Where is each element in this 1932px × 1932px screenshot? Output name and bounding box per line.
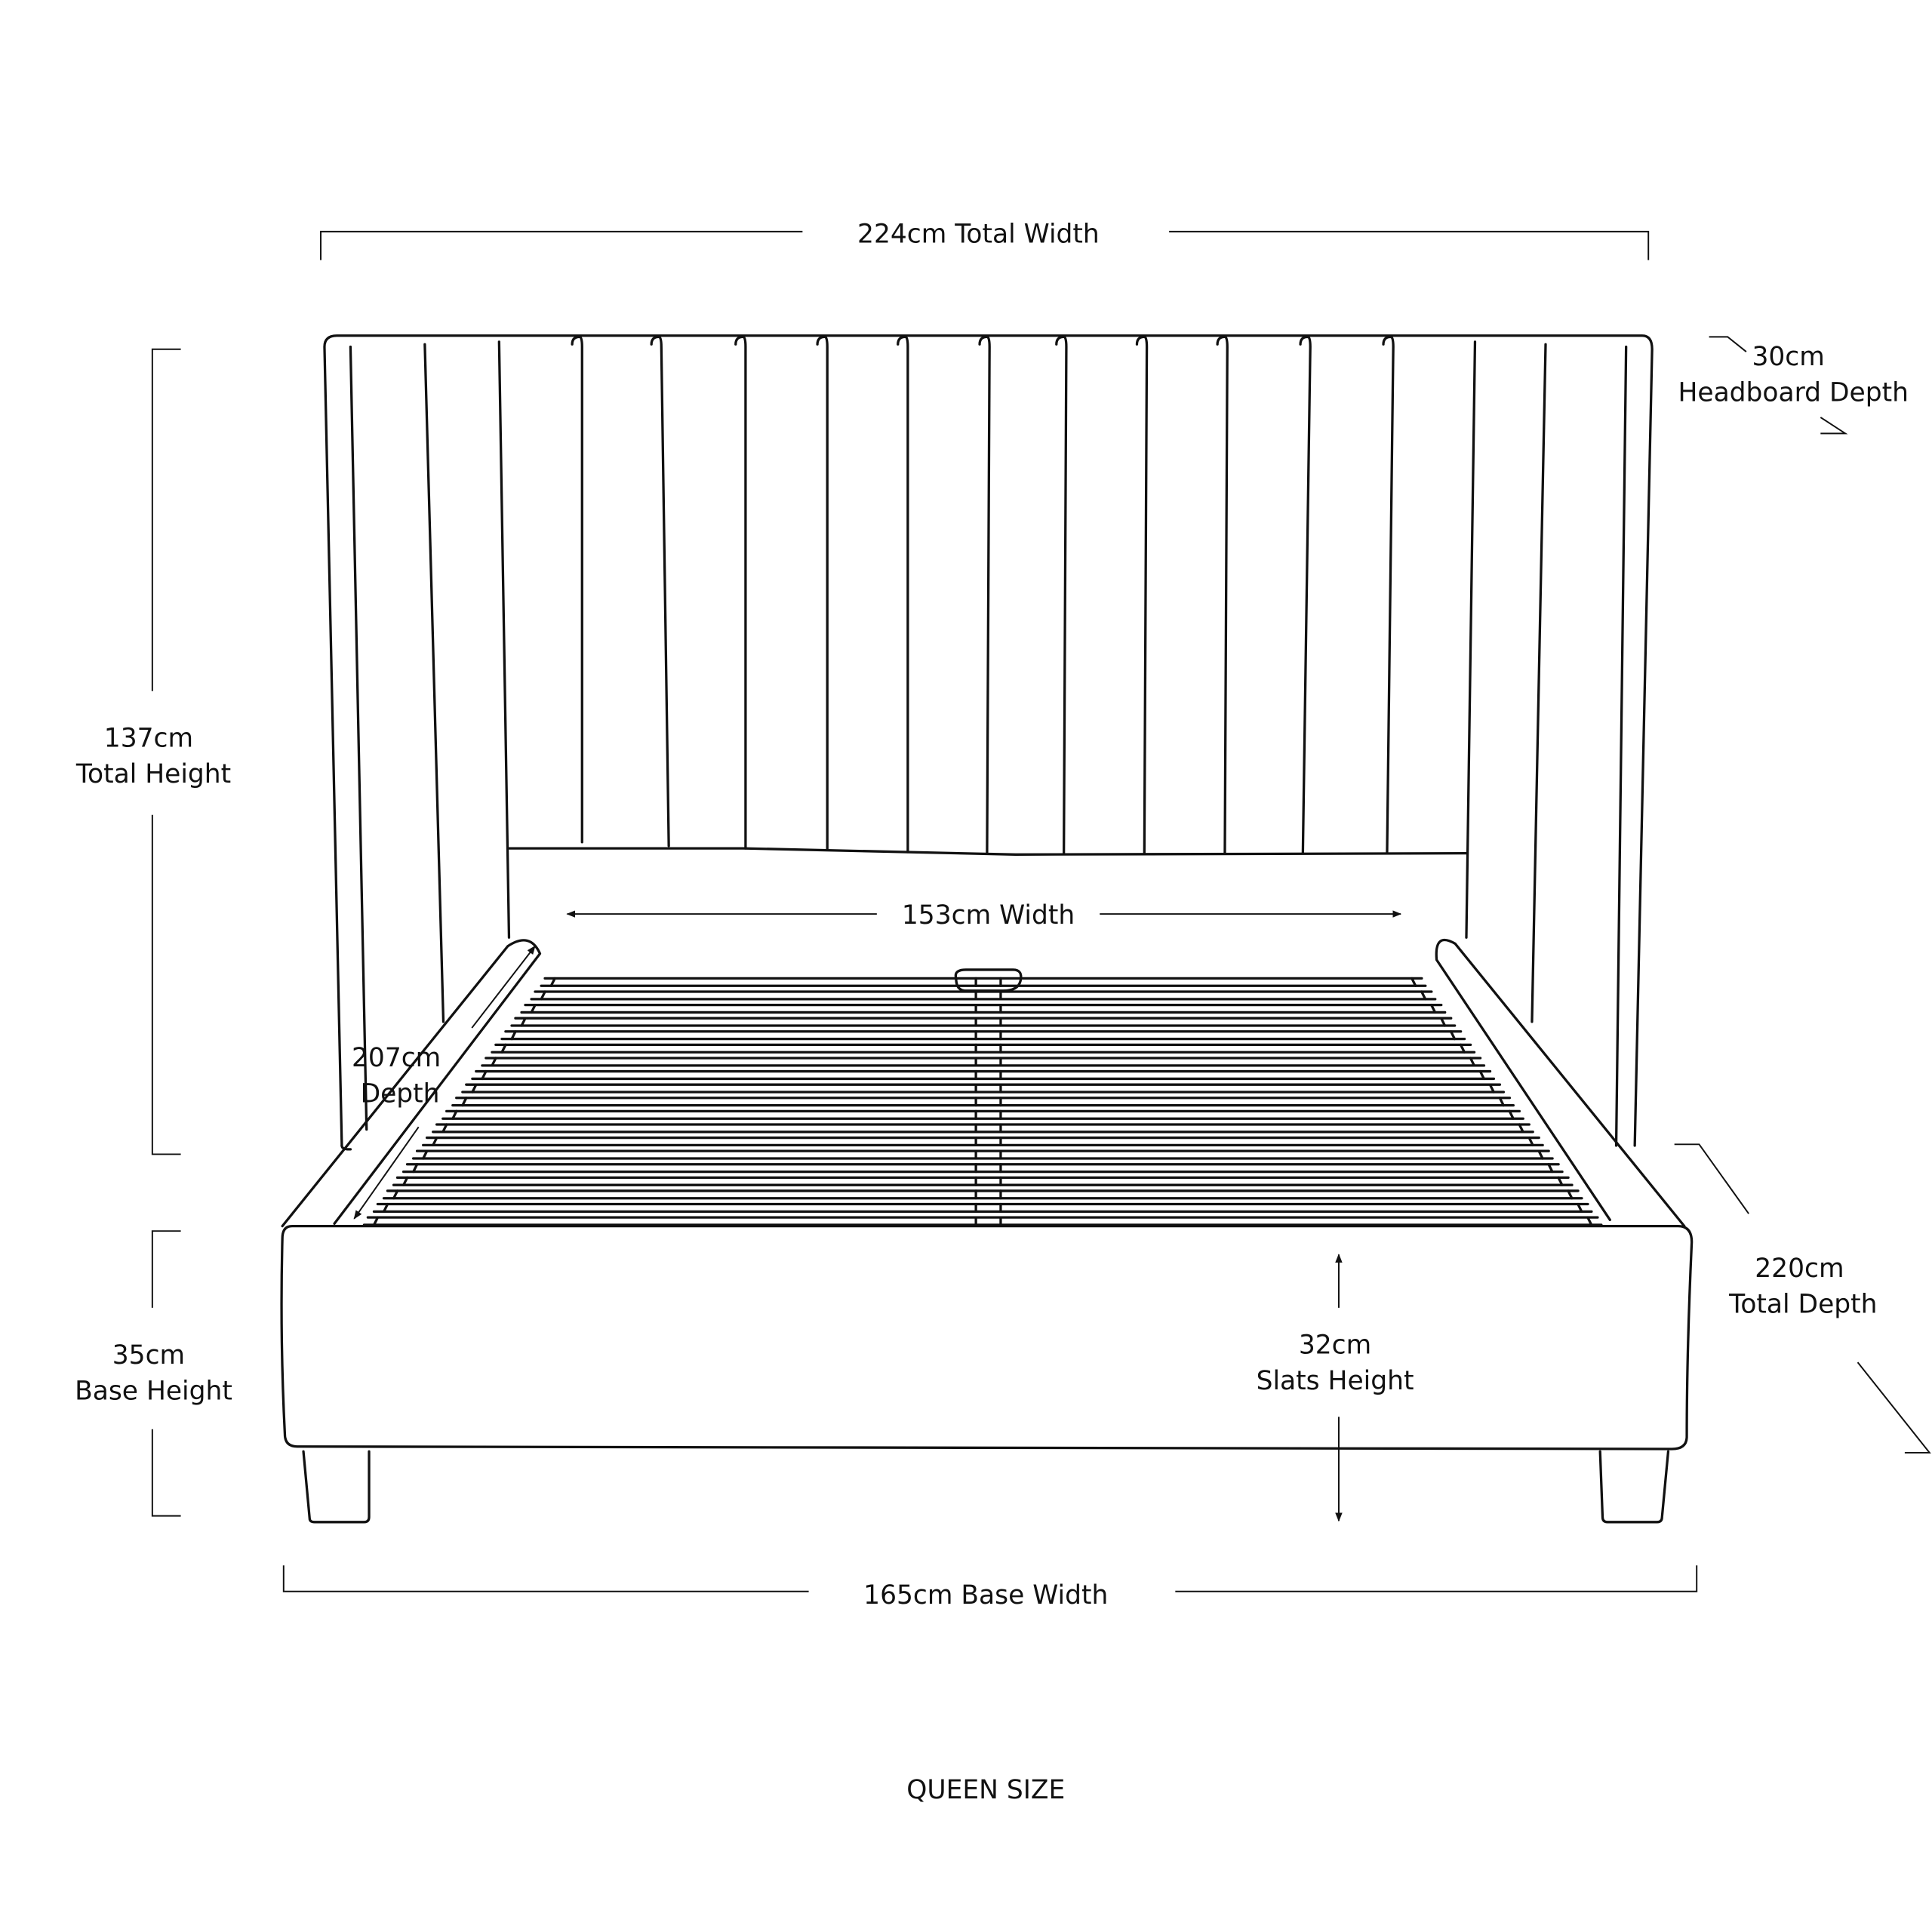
slat-support: [481, 1069, 1485, 1081]
headboard-channel-line: [1055, 335, 1068, 855]
slat: [500, 1030, 1466, 1041]
slat: [481, 1057, 1486, 1067]
svg-text:Slats Height: Slats Height: [1257, 1366, 1414, 1396]
slat-support: [549, 977, 1417, 987]
bed-slats: [362, 977, 1603, 1226]
slat: [401, 1163, 1564, 1174]
total-width-dimension: 224cm Total Width: [320, 220, 1650, 260]
slat-support: [491, 1057, 1476, 1067]
slat: [441, 1109, 1524, 1120]
slat: [382, 1189, 1583, 1200]
headboard-channel-line: [1299, 335, 1312, 855]
slat-support: [392, 1189, 1574, 1200]
slat: [530, 990, 1437, 1001]
svg-text:220cm: 220cm: [1755, 1254, 1844, 1284]
slat-support: [540, 990, 1427, 1001]
slat-support: [471, 1083, 1495, 1094]
svg-text:30cm: 30cm: [1752, 342, 1824, 372]
slat-support: [382, 1202, 1583, 1214]
size-caption: QUEEN SIZE: [906, 1775, 1065, 1805]
svg-text:32cm: 32cm: [1299, 1331, 1371, 1361]
svg-text:Base Height: Base Height: [75, 1376, 232, 1406]
leg-left: [302, 1450, 371, 1524]
slat: [540, 977, 1427, 987]
headboard-channel-line: [978, 335, 991, 855]
slat-support: [500, 1043, 1466, 1054]
total-width-label: 224cm Total Width: [857, 220, 1100, 250]
total-depth-dimension: 220cm Total Depth: [1674, 1143, 1931, 1454]
headboard-channel-line: [1382, 335, 1395, 855]
headboard-channel-line: [1135, 335, 1149, 855]
headboard-channel-line: [734, 335, 747, 850]
slat-support: [372, 1216, 1593, 1226]
depth-dimension: 207cm Depth: [352, 945, 536, 1220]
slat: [491, 1043, 1476, 1054]
slats-height-dimension: 32cm Slats Height: [1257, 1254, 1414, 1522]
svg-text:137cm: 137cm: [104, 724, 193, 754]
headboard-depth-dimension: 30cm Headboard Depth: [1678, 336, 1909, 435]
headboard-channel-line: [897, 335, 909, 854]
svg-text:153cm Width: 153cm Width: [902, 900, 1075, 931]
slat: [520, 1003, 1447, 1014]
slat: [451, 1097, 1515, 1107]
slat-support: [530, 1003, 1437, 1014]
headboard-channel-line: [571, 335, 583, 844]
slat-support: [510, 1030, 1457, 1041]
slat-support: [441, 1123, 1524, 1134]
svg-text:Depth: Depth: [361, 1079, 440, 1109]
slat: [412, 1149, 1554, 1160]
svg-text:165cm Base Width: 165cm Base Width: [863, 1580, 1108, 1611]
slat: [510, 1017, 1457, 1027]
slat-support: [402, 1176, 1564, 1186]
slat-support: [422, 1149, 1544, 1160]
slat: [422, 1136, 1544, 1147]
leg-right: [1598, 1450, 1670, 1524]
slat-support: [461, 1097, 1505, 1107]
slat-support: [432, 1136, 1534, 1147]
slat: [362, 1216, 1603, 1226]
total-height-dimension: 137cm Total Height: [75, 348, 231, 1155]
headboard: [323, 334, 1654, 1151]
base-height-dimension: 35cm Base Height: [75, 1230, 232, 1517]
slat: [432, 1123, 1534, 1134]
base-width-dimension: 165cm Base Width: [282, 1565, 1698, 1611]
slat: [392, 1176, 1574, 1186]
svg-text:Total Height: Total Height: [75, 759, 231, 789]
svg-text:Headboard Depth: Headboard Depth: [1678, 378, 1908, 408]
side-rails: [281, 939, 1686, 1228]
svg-text:35cm: 35cm: [112, 1340, 185, 1371]
slat-bracket: [954, 968, 1023, 992]
headboard-channel-line: [650, 335, 670, 848]
slat: [471, 1069, 1496, 1081]
slat-support: [412, 1163, 1554, 1174]
svg-text:Total Depth: Total Depth: [1728, 1289, 1877, 1319]
slat: [372, 1202, 1593, 1214]
slat-support: [451, 1109, 1515, 1120]
slat: [461, 1083, 1506, 1094]
bed-base: [280, 1224, 1694, 1524]
headboard-channel-line: [1216, 335, 1229, 855]
slat-support: [520, 1017, 1447, 1027]
inner-width-dimension: 153cm Width: [566, 900, 1402, 931]
svg-text:207cm: 207cm: [352, 1043, 441, 1073]
headboard-channel-line: [816, 335, 829, 851]
